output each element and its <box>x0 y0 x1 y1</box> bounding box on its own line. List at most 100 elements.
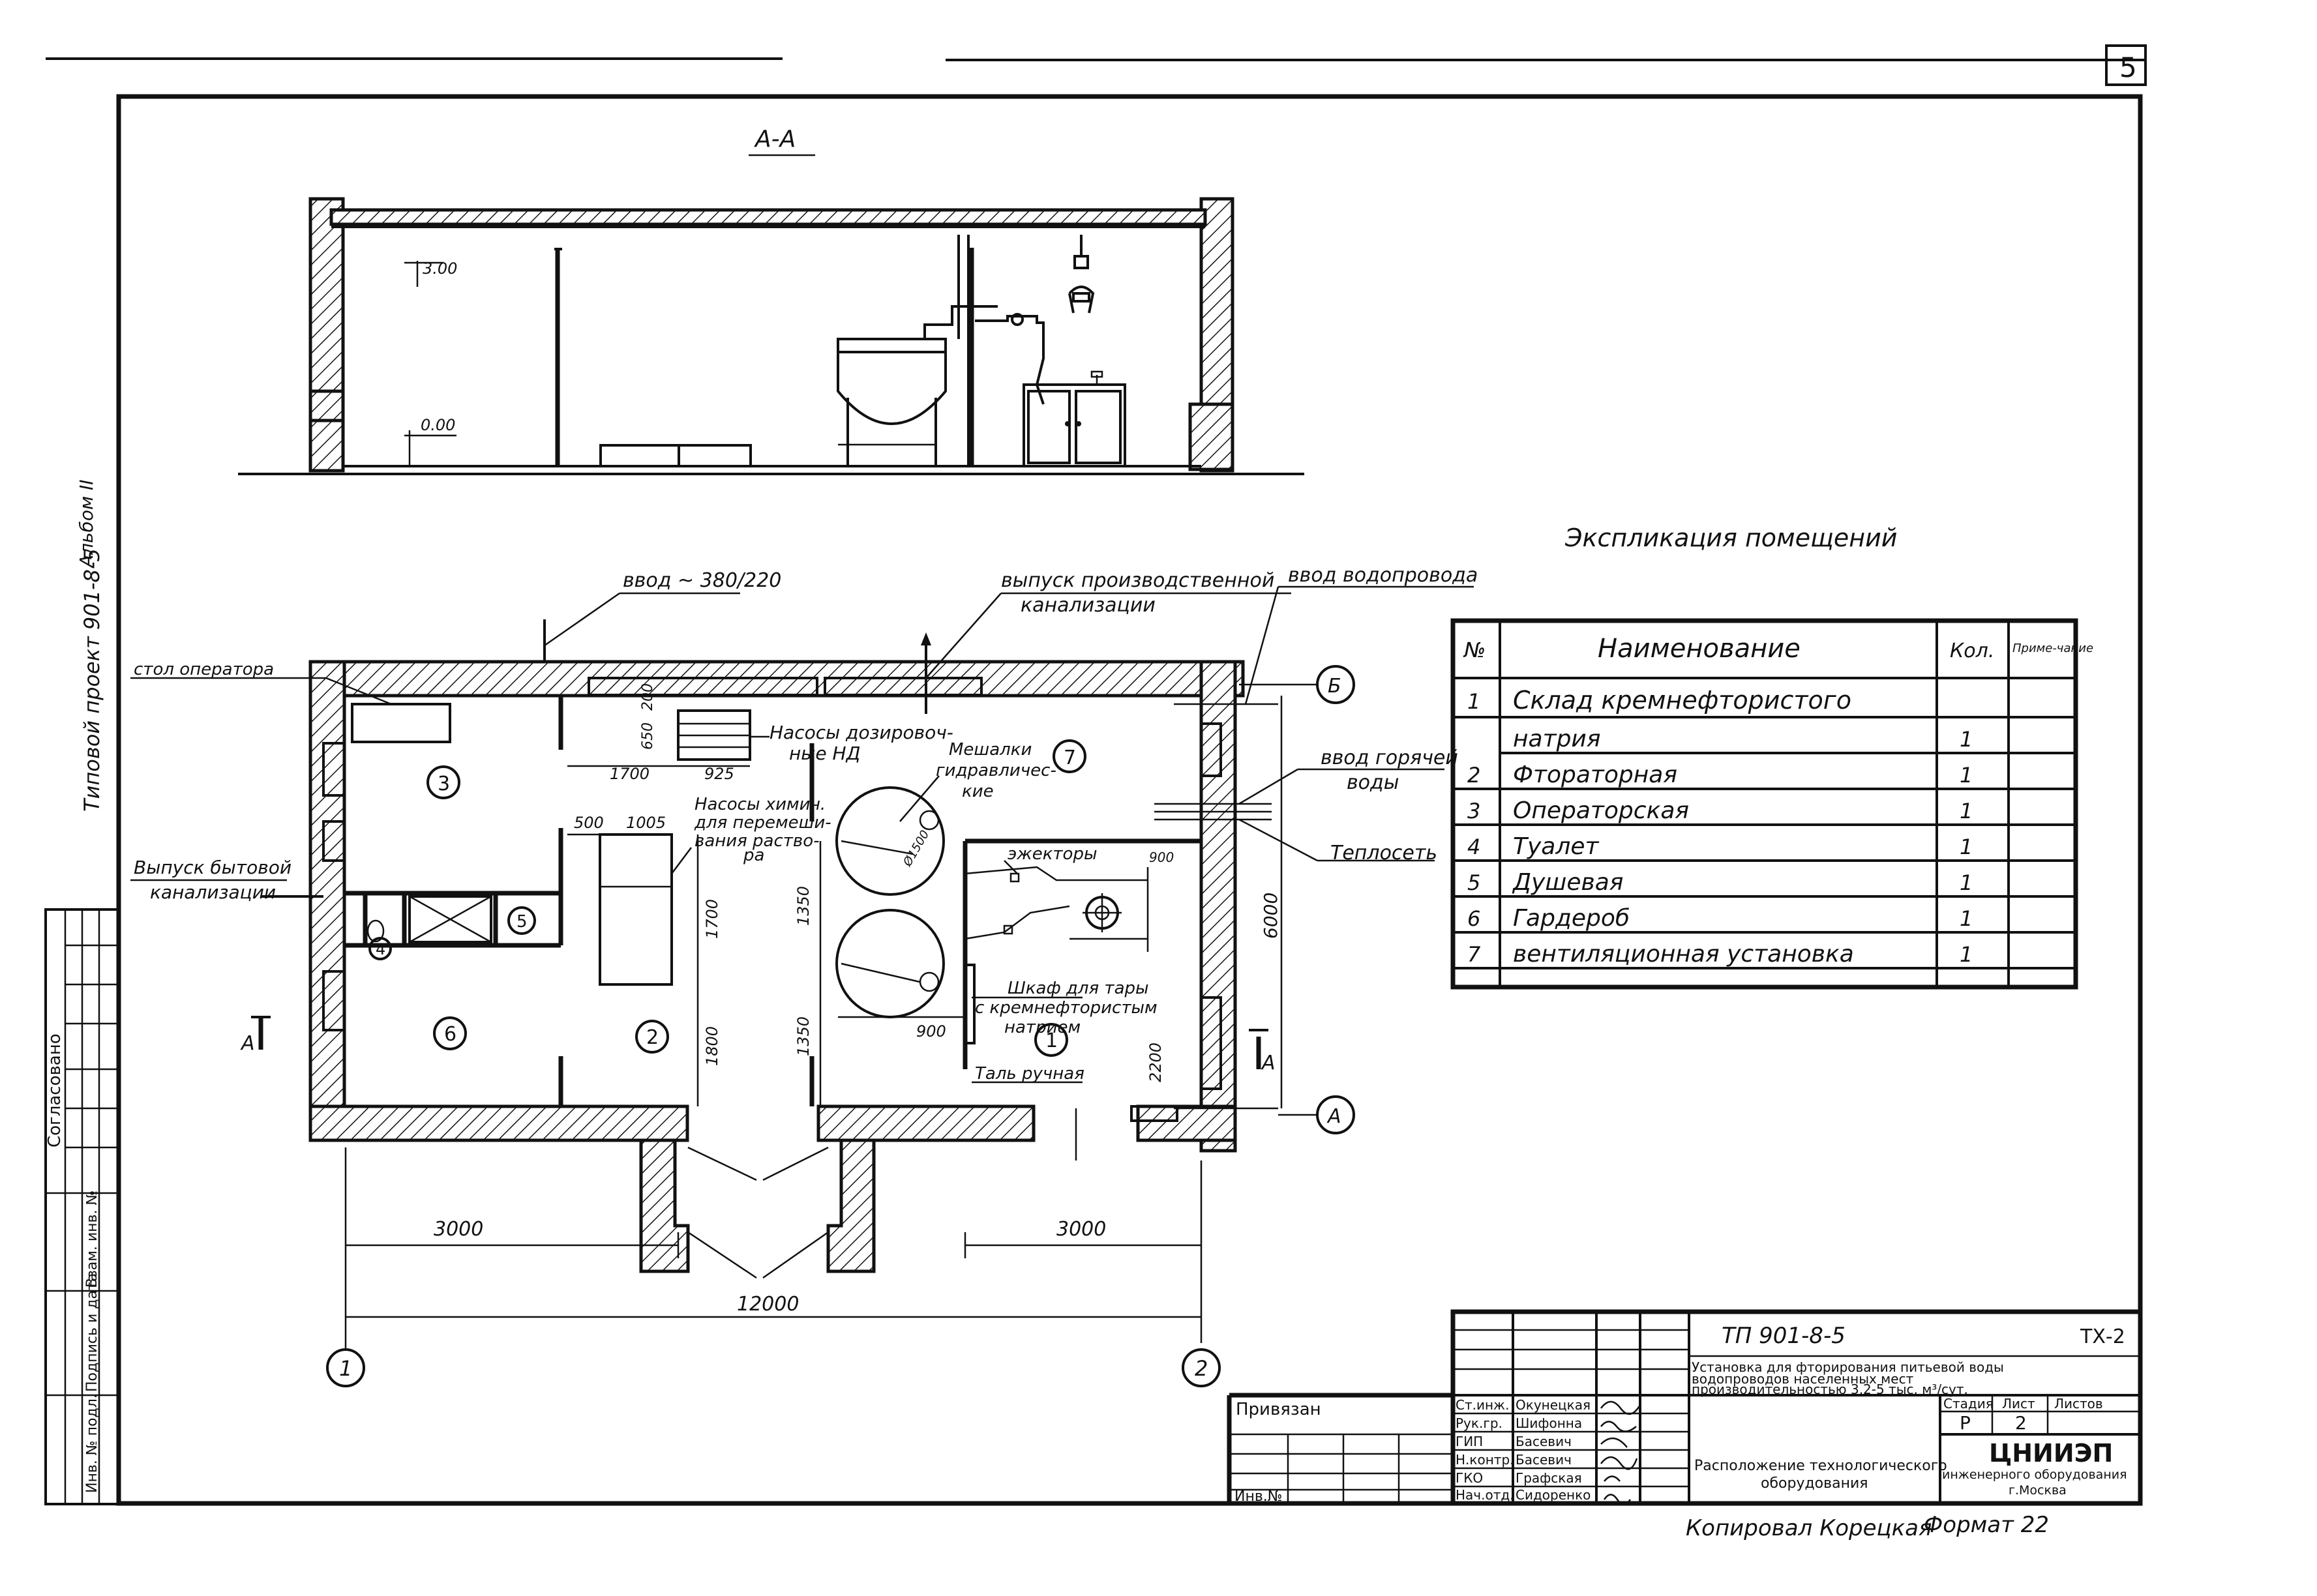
dosing-pumps-label-1: Насосы дозировоч- <box>770 722 953 743</box>
chem-pumps-label-1: Насосы химич. <box>695 795 826 814</box>
left-stamp: Альбом II Типовой проект 901-8-5 Согласо… <box>44 480 120 1505</box>
row-1b-qty: 1 <box>1960 727 1973 752</box>
sig-role-6: Нач.отд. <box>1456 1487 1514 1503</box>
level-top: 3.00 <box>423 259 457 278</box>
section-cabinets <box>1023 370 1126 467</box>
row-5-num: 5 <box>1467 870 1480 895</box>
dim-925: 925 <box>704 765 734 783</box>
water-input-label: ввод водопровода <box>1288 564 1478 587</box>
section-mark-left: А <box>240 1032 255 1055</box>
inv-podl-label: Инв. № подл. <box>84 1394 100 1493</box>
mixer-tanks <box>835 786 945 1018</box>
org-name-2: инженерного оборудования <box>1942 1468 2127 1482</box>
room-3-marker: 3 <box>438 773 450 795</box>
sig-name-4: Басевич <box>1516 1452 1572 1468</box>
sig-name-2: Шифонна <box>1516 1415 1582 1431</box>
mixers-label-1: Мешалки <box>949 740 1032 760</box>
inv-label: Инв.№ <box>1234 1488 1283 1505</box>
row-2-qty: 1 <box>1960 763 1973 788</box>
plan-labels: ввод ~ 380/220 выпуск производственной к… <box>130 564 1478 1084</box>
cabinet-label-3: натрием <box>1004 1018 1081 1037</box>
row-3-qty: 1 <box>1960 799 1973 823</box>
section-hoist <box>1068 235 1095 314</box>
org-name-3: г.Москва <box>2009 1483 2067 1498</box>
header-qty: Кол. <box>1950 640 1994 662</box>
operator-desk <box>351 703 451 743</box>
row-2-name: Фтораторная <box>1513 761 1677 788</box>
description-1: Установка для фторирования питьевой воды <box>1692 1359 2004 1375</box>
chem-pumps-label-2: для перемеши- <box>694 813 831 833</box>
operator-desk-label: стол оператора <box>134 660 274 679</box>
agreed-label: Согласовано <box>45 1033 65 1147</box>
format-label: Формат 22 <box>1924 1512 2049 1538</box>
row-4-qty: 1 <box>1960 835 1973 859</box>
row-6-num: 6 <box>1467 906 1480 931</box>
domestic-sewer-label-1: Выпуск бытовой <box>134 857 291 878</box>
chem-pumps <box>599 833 673 986</box>
row-7-qty: 1 <box>1960 942 1973 967</box>
dim-650: 650 <box>640 722 656 750</box>
section-mixer-tank <box>837 235 998 466</box>
ejectors <box>964 866 1149 952</box>
project-label: Типовой проект 901-8-5 <box>80 548 104 812</box>
sewer-prod-label-1: выпуск производственной <box>1001 569 1274 592</box>
explication-table: Экспликация помещений № Наименование Кол… <box>1450 524 2093 990</box>
dim-dia: Ø1500 <box>901 828 933 869</box>
room-4-marker: 4 <box>376 940 385 958</box>
section-left-wall <box>308 197 345 473</box>
dim-1700-vert: 1700 <box>703 899 721 939</box>
sig-role-2: Рук.гр. <box>1456 1415 1502 1431</box>
section-mark-right: А <box>1261 1052 1276 1074</box>
ejectors-label: эжекторы <box>1008 844 1097 864</box>
chem-pumps-label-4: ра <box>743 846 764 865</box>
row-5-name: Душевая <box>1512 869 1623 896</box>
sig-role-1: Ст.инж. <box>1456 1397 1509 1413</box>
stage-header: Стадия <box>1943 1396 1994 1411</box>
description-2: водопроводов населенных мест <box>1692 1371 1914 1387</box>
axis-a: А <box>1326 1105 1341 1128</box>
sheet-value: 2 <box>2015 1412 2027 1434</box>
drawing-title-2: оборудования <box>1761 1475 1868 1492</box>
axis-b: Б <box>1328 675 1341 698</box>
dim-6000: 6000 <box>1260 893 1281 939</box>
room-markers: 3 4 5 6 2 1 7 <box>368 739 1086 1057</box>
row-1-name: Склад кремнефтористого <box>1513 686 1851 715</box>
cabinet-label-1: Шкаф для тары <box>1008 979 1149 998</box>
room-1-marker: 1 <box>1045 1029 1058 1052</box>
org-name-1: ЦНИИЭП <box>1989 1439 2113 1468</box>
header-name: Наименование <box>1598 634 1801 664</box>
sig-role-3: ГИП <box>1456 1434 1483 1449</box>
dim-200: 200 <box>640 683 656 711</box>
stage-value: Р <box>1960 1412 1971 1434</box>
section-view: А-А 3.00 0.00 <box>238 126 1304 475</box>
row-7-name: вентиляционная установка <box>1513 941 1854 968</box>
axis-1: 1 <box>339 1356 352 1381</box>
heating-label: Теплосеть <box>1330 842 1437 864</box>
dim-2200: 2200 <box>1146 1042 1165 1082</box>
section-storage-box <box>599 444 680 467</box>
room-2-marker: 2 <box>646 1026 659 1049</box>
axis-markers: 1 2 Б А <box>326 665 1355 1387</box>
project-code: ТП 901-8-5 <box>1722 1323 1846 1349</box>
dim-900-bottom: 900 <box>916 1022 946 1041</box>
dim-1350-a: 1350 <box>794 886 813 926</box>
drawing-title-1: Расположение технологического <box>1694 1458 1947 1474</box>
row-7-num: 7 <box>1467 942 1481 967</box>
row-6-name: Гардероб <box>1513 905 1630 932</box>
row-4-name: Туалет <box>1513 833 1600 860</box>
section-roof <box>329 208 1207 226</box>
album-label: Альбом II <box>76 480 97 569</box>
room-6-marker: 6 <box>444 1023 456 1046</box>
room-7-marker: 7 <box>1064 746 1076 769</box>
hot-water-label-2: воды <box>1347 771 1399 794</box>
sig-role-4: Н.контр. <box>1456 1452 1514 1468</box>
chem-pumps-label-3: вания раство- <box>695 831 820 851</box>
hoist-label: Таль ручная <box>975 1064 1084 1084</box>
mixers-label-2: гидравличес- <box>936 761 1056 780</box>
sheet-frame <box>46 44 2147 1506</box>
hot-water-label-1: ввод горячей <box>1321 746 1458 769</box>
room-5-marker: 5 <box>516 912 528 932</box>
row-6-qty: 1 <box>1960 906 1973 931</box>
dim-500: 500 <box>574 814 604 832</box>
sign-date-label: Подпись и дата <box>84 1273 100 1392</box>
